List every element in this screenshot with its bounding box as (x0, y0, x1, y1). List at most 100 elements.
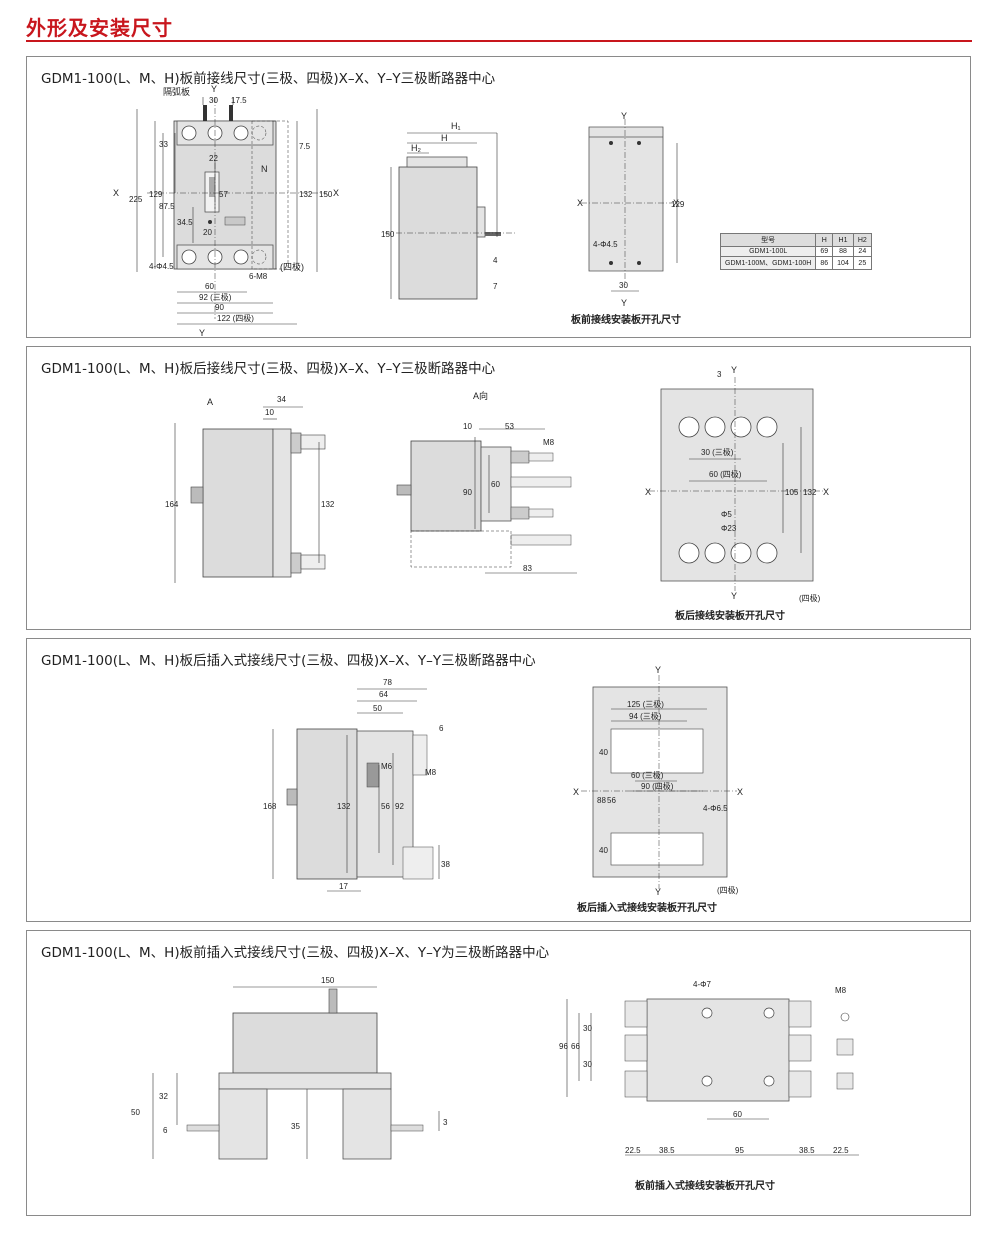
dim-label: 164 (165, 500, 179, 509)
dim-label: 92 (三极) (199, 292, 232, 302)
dim-label: 94 (三极) (629, 711, 662, 721)
mounting-plate-front: Y Y X X 129 30 4-Φ4.5 板前接线安装板开孔尺寸 (571, 111, 685, 326)
dim-label: 20 (203, 228, 212, 237)
y-label: Y (655, 887, 661, 897)
holes-label: 4-Φ6.5 (703, 804, 728, 813)
dim-label: 60 (491, 480, 500, 489)
dim-label: 132 (337, 802, 351, 811)
view-a: A向 10 53 60 90 83 M8 (396, 390, 577, 574)
dim-label: 35 (291, 1122, 300, 1131)
a-arrow-label: A (207, 397, 213, 407)
panel-title: GDM1-100(L、M、H)板后插入式接线尺寸(三极、四极)X–X、Y–Y三极… (41, 653, 536, 669)
holes-label: 4-Φ4.5 (149, 262, 174, 271)
panel-title: GDM1-100(L、M、H)板前接线尺寸(三极、四极)X–X、Y–Y三极断路器… (41, 71, 496, 87)
dim-label: 225 (129, 195, 143, 204)
dim-label: 56 (607, 796, 616, 805)
dim-label: 150 (321, 976, 335, 985)
dim-label: 53 (505, 422, 514, 431)
spec-table: 型号 H H1 H2 GDM1-100L 69 88 24 GDM1-100M、… (719, 233, 872, 270)
dim-label: 3 (717, 370, 722, 379)
rear-side-view: A 34 10 164 132 (165, 395, 335, 583)
rear-plugin-drawings: 78 64 50 6 168 132 56 92 38 17 M6 M8 125… (263, 665, 743, 914)
dim-label: 66 (571, 1042, 580, 1051)
dim-label: 22.5 (625, 1146, 641, 1155)
table-header-row: 型号 H H1 H2 (719, 233, 872, 247)
table-header: H2 (852, 233, 872, 247)
h2-label: H₂ (411, 143, 421, 153)
dim-label: 38.5 (659, 1146, 675, 1155)
dim-label: 83 (523, 564, 532, 573)
table-header: H (815, 233, 834, 247)
dim-label: 40 (599, 748, 608, 757)
panel-title: GDM1-100(L、M、H)板前插入式接线尺寸(三极、四极)X–X、Y–Y为三… (41, 945, 550, 961)
table-cell: 69 (815, 246, 834, 257)
dim-label: 38 (441, 860, 450, 869)
x-label: X (573, 787, 579, 797)
panel-rear-wiring: GDM1-100(L、M、H)板后接线尺寸(三极、四极)X–X、Y–Y三极断路器… (26, 346, 971, 630)
dim-label: 88 (597, 796, 606, 805)
x-label: X (673, 198, 679, 208)
table-row: GDM1-100M、GDM1-100H 86 104 25 (719, 256, 872, 270)
dim-label: 10 (463, 422, 472, 431)
panel-title: GDM1-100(L、M、H)板后接线尺寸(三极、四极)X–X、Y–Y三极断路器… (41, 361, 496, 377)
table-cell: 86 (815, 256, 834, 270)
dim-label: 96 (559, 1042, 568, 1051)
dim-label: 10 (265, 408, 274, 417)
dim-label: 90 (463, 488, 472, 497)
dim-label: 122 (四极) (217, 313, 254, 323)
n-label: N (261, 164, 268, 174)
table-cell: 104 (832, 256, 854, 270)
x-label-left: X (113, 188, 119, 198)
x-label-right: X (333, 188, 339, 198)
dim-label: 150 (319, 190, 333, 199)
phi23-label: Φ23 (721, 524, 737, 533)
h-label: H (441, 133, 448, 143)
dim-label: 17 (339, 882, 348, 891)
caption: 板前插入式接线安装板开孔尺寸 (635, 1179, 775, 1192)
front-plugin-mounting-plate: 96 66 30 30 60 22.5 38.5 95 38.5 22.5 4-… (559, 980, 859, 1192)
dim-label: 132 (321, 500, 335, 509)
caption: 板前接线安装板开孔尺寸 (571, 313, 681, 326)
dim-label: 7 (493, 282, 498, 291)
four-pole-label: (四极) (280, 261, 304, 272)
dim-label: 30 (583, 1024, 592, 1033)
dim-label: 90 (215, 303, 224, 312)
m6-label: M6 (381, 762, 393, 771)
dim-label: 56 (381, 802, 390, 811)
table-cell: 88 (832, 246, 854, 257)
panel-front-wiring: GDM1-100(L、M、H)板前接线尺寸(三极、四极)X–X、Y–Y三极断路器… (26, 56, 971, 338)
rear-wiring-drawings: A 34 10 164 132 A向 10 53 60 90 (165, 365, 829, 622)
breaker-body (173, 120, 277, 270)
m8-label: M8 (425, 768, 437, 777)
dim-label: 129 (149, 190, 163, 199)
x-label: X (737, 787, 743, 797)
table-header: H1 (832, 233, 854, 247)
y-label-top: Y (211, 84, 217, 94)
table-cell: GDM1-100M、GDM1-100H (719, 256, 817, 270)
dim-label: 7.5 (299, 142, 311, 151)
m8-label: M8 (543, 438, 555, 447)
x-label: X (577, 198, 583, 208)
plugin-mounting-plate: 125 (三极) 94 (三极) 40 60 (三极) 90 (四极) 88 5… (573, 665, 743, 914)
y-label: Y (621, 298, 627, 308)
front-wiring-drawings: 隔弧板 Y 30 17.5 33 22 129 87.5 57 34.5 20 … (113, 84, 685, 338)
plugin-side-view: 78 64 50 6 168 132 56 92 38 17 M6 M8 (263, 678, 450, 892)
dim-label: 60 (三极) (631, 770, 664, 780)
dim-label: 30 (619, 281, 628, 290)
dim-label: 132 (299, 190, 313, 199)
dim-label: 105 (785, 488, 799, 497)
rear-mounting-plate: 3 30 (三极) 60 (四极) 105 132 Y Y X X Φ5 Φ23… (645, 365, 829, 622)
h1-label: H₁ (451, 121, 461, 131)
page-title: 外形及安装尺寸 (26, 16, 173, 40)
dim-label: 95 (735, 1146, 744, 1155)
dim-label: 3 (443, 1118, 448, 1127)
dim-label: 30 (三极) (701, 447, 734, 457)
dim-label: 22 (209, 154, 218, 163)
table-header: 型号 (719, 233, 817, 247)
y-label: Y (621, 111, 627, 121)
phi5-label: Φ5 (721, 510, 732, 519)
dim-label: 6 (439, 724, 444, 733)
table-row: GDM1-100L 69 88 24 (719, 246, 872, 257)
holes-label: 4-Φ7 (693, 980, 711, 989)
dim-label: 50 (131, 1108, 140, 1117)
